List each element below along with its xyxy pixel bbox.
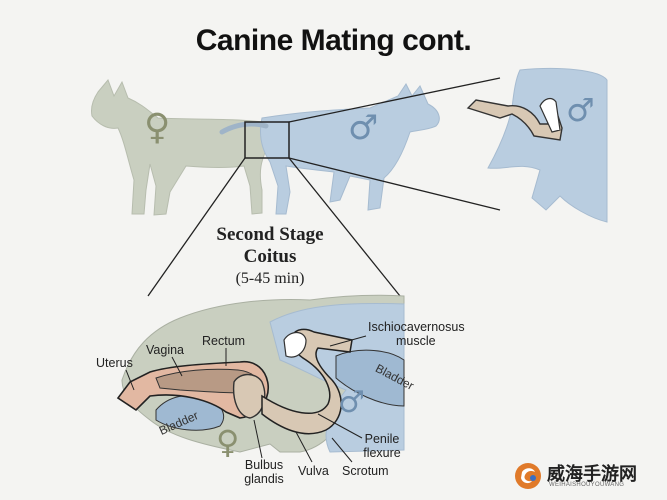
leader-line <box>288 157 401 297</box>
page-title: Canine Mating cont. <box>195 24 472 57</box>
label-rectum: Rectum <box>202 334 246 348</box>
stage-name: Coitus <box>243 246 297 267</box>
leader-line <box>147 157 246 297</box>
watermark-text: 威海手游网 <box>547 464 637 485</box>
male-dog-silhouette <box>219 83 440 215</box>
label-vagina: Vagina <box>146 343 184 357</box>
label-vulva: Vulva <box>298 464 329 478</box>
label-bulbus-line1: Bulbus <box>244 458 284 472</box>
label-penile-line2: flexure <box>363 446 401 460</box>
label-ischiocavernosus: Ischiocavernosus muscle <box>368 320 465 348</box>
cross-section <box>116 294 405 453</box>
label-ischiocavernosus-line1: Ischiocavernosus <box>368 320 465 334</box>
label-penile-line1: Penile <box>364 432 400 446</box>
female-symbol-icon: ♀ <box>216 423 240 461</box>
label-penile-flexure: Penile flexure <box>356 432 408 460</box>
leader-line <box>288 157 501 211</box>
leader-line <box>288 77 501 123</box>
watermark: 威海手游网 WEIHAISHOUYOUWANG <box>513 458 661 494</box>
label-bulbus-line2: glandis <box>244 472 284 486</box>
watermark-logo-icon <box>515 463 541 489</box>
stage-title: Second Stage <box>216 224 324 245</box>
inset-male-hindquarters <box>466 68 608 223</box>
female-dog-silhouette <box>91 79 267 216</box>
watermark-subtext: WEIHAISHOUYOUWANG <box>549 482 625 488</box>
label-uterus: Uterus <box>96 356 133 370</box>
male-symbol-icon: ♂ <box>338 385 365 420</box>
zoom-box <box>244 121 290 159</box>
stage-duration: (5-45 min) <box>235 270 305 287</box>
female-symbol-icon: ♀ <box>144 107 171 148</box>
label-bulbus-glandis: Bulbus glandis <box>238 458 290 486</box>
male-symbol-icon: ♂ <box>566 91 595 129</box>
male-symbol-icon: ♂ <box>348 108 379 148</box>
label-scrotum: Scrotum <box>342 464 389 478</box>
label-pointers <box>125 335 367 463</box>
label-ischiocavernosus-line2: muscle <box>396 334 436 348</box>
